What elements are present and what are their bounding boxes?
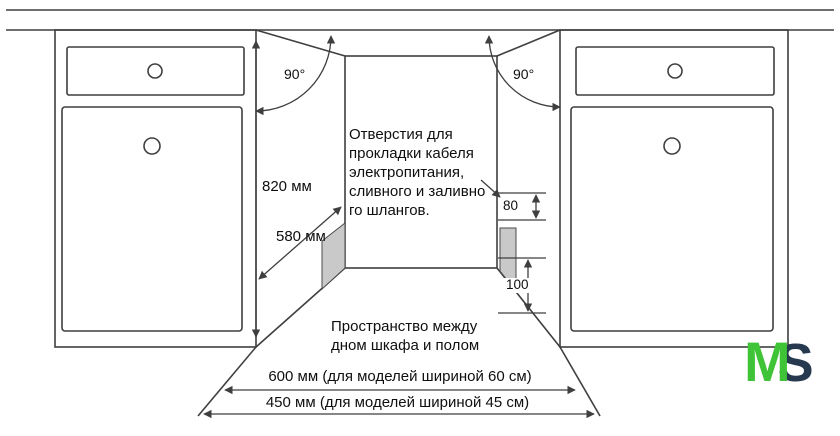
right-door [570,106,774,332]
dim-100-label: 100 [504,277,531,293]
logo-letter-m: M [744,330,791,393]
dim-width60-label: 600 мм (для моделей шириной 60 см) [268,368,532,385]
left-drawer [66,46,245,96]
dim-depth-label: 580 мм [276,228,326,245]
right-drawer [575,46,775,96]
dim-80-label: 80 [501,198,521,214]
door-swing-arc-right [484,35,561,112]
dim-width45-label: 450 мм (для моделей шириной 45 см) [265,394,530,411]
left-door-knob-icon [143,137,161,155]
angle-right-label: 90° [513,66,535,82]
left-cabinet [54,29,257,348]
right-drawer-knob-icon [667,63,683,79]
holes-note-arrow [480,179,501,198]
dim-580-line [258,206,342,280]
clearance-note: Пространство между дном шкафа и полом [331,318,480,355]
angle-left-label: 90° [284,66,306,82]
niche-back-wall [344,55,498,269]
right-door-knob-icon [663,137,681,155]
left-drawer-knob-icon [147,63,163,79]
right-cabinet [559,29,789,348]
door-swing-arc-left [255,35,336,116]
holes-note: Отверстия для прокладки кабеля электропи… [349,126,486,220]
dim-height-label: 820 мм [262,178,312,195]
floor [197,346,601,417]
dimension-arrows [203,35,595,419]
left-door [61,106,243,332]
cable-holes [321,221,517,293]
ms-logo: M S [744,330,814,393]
logo-letter-s: S [777,333,814,393]
countertop [6,9,834,31]
